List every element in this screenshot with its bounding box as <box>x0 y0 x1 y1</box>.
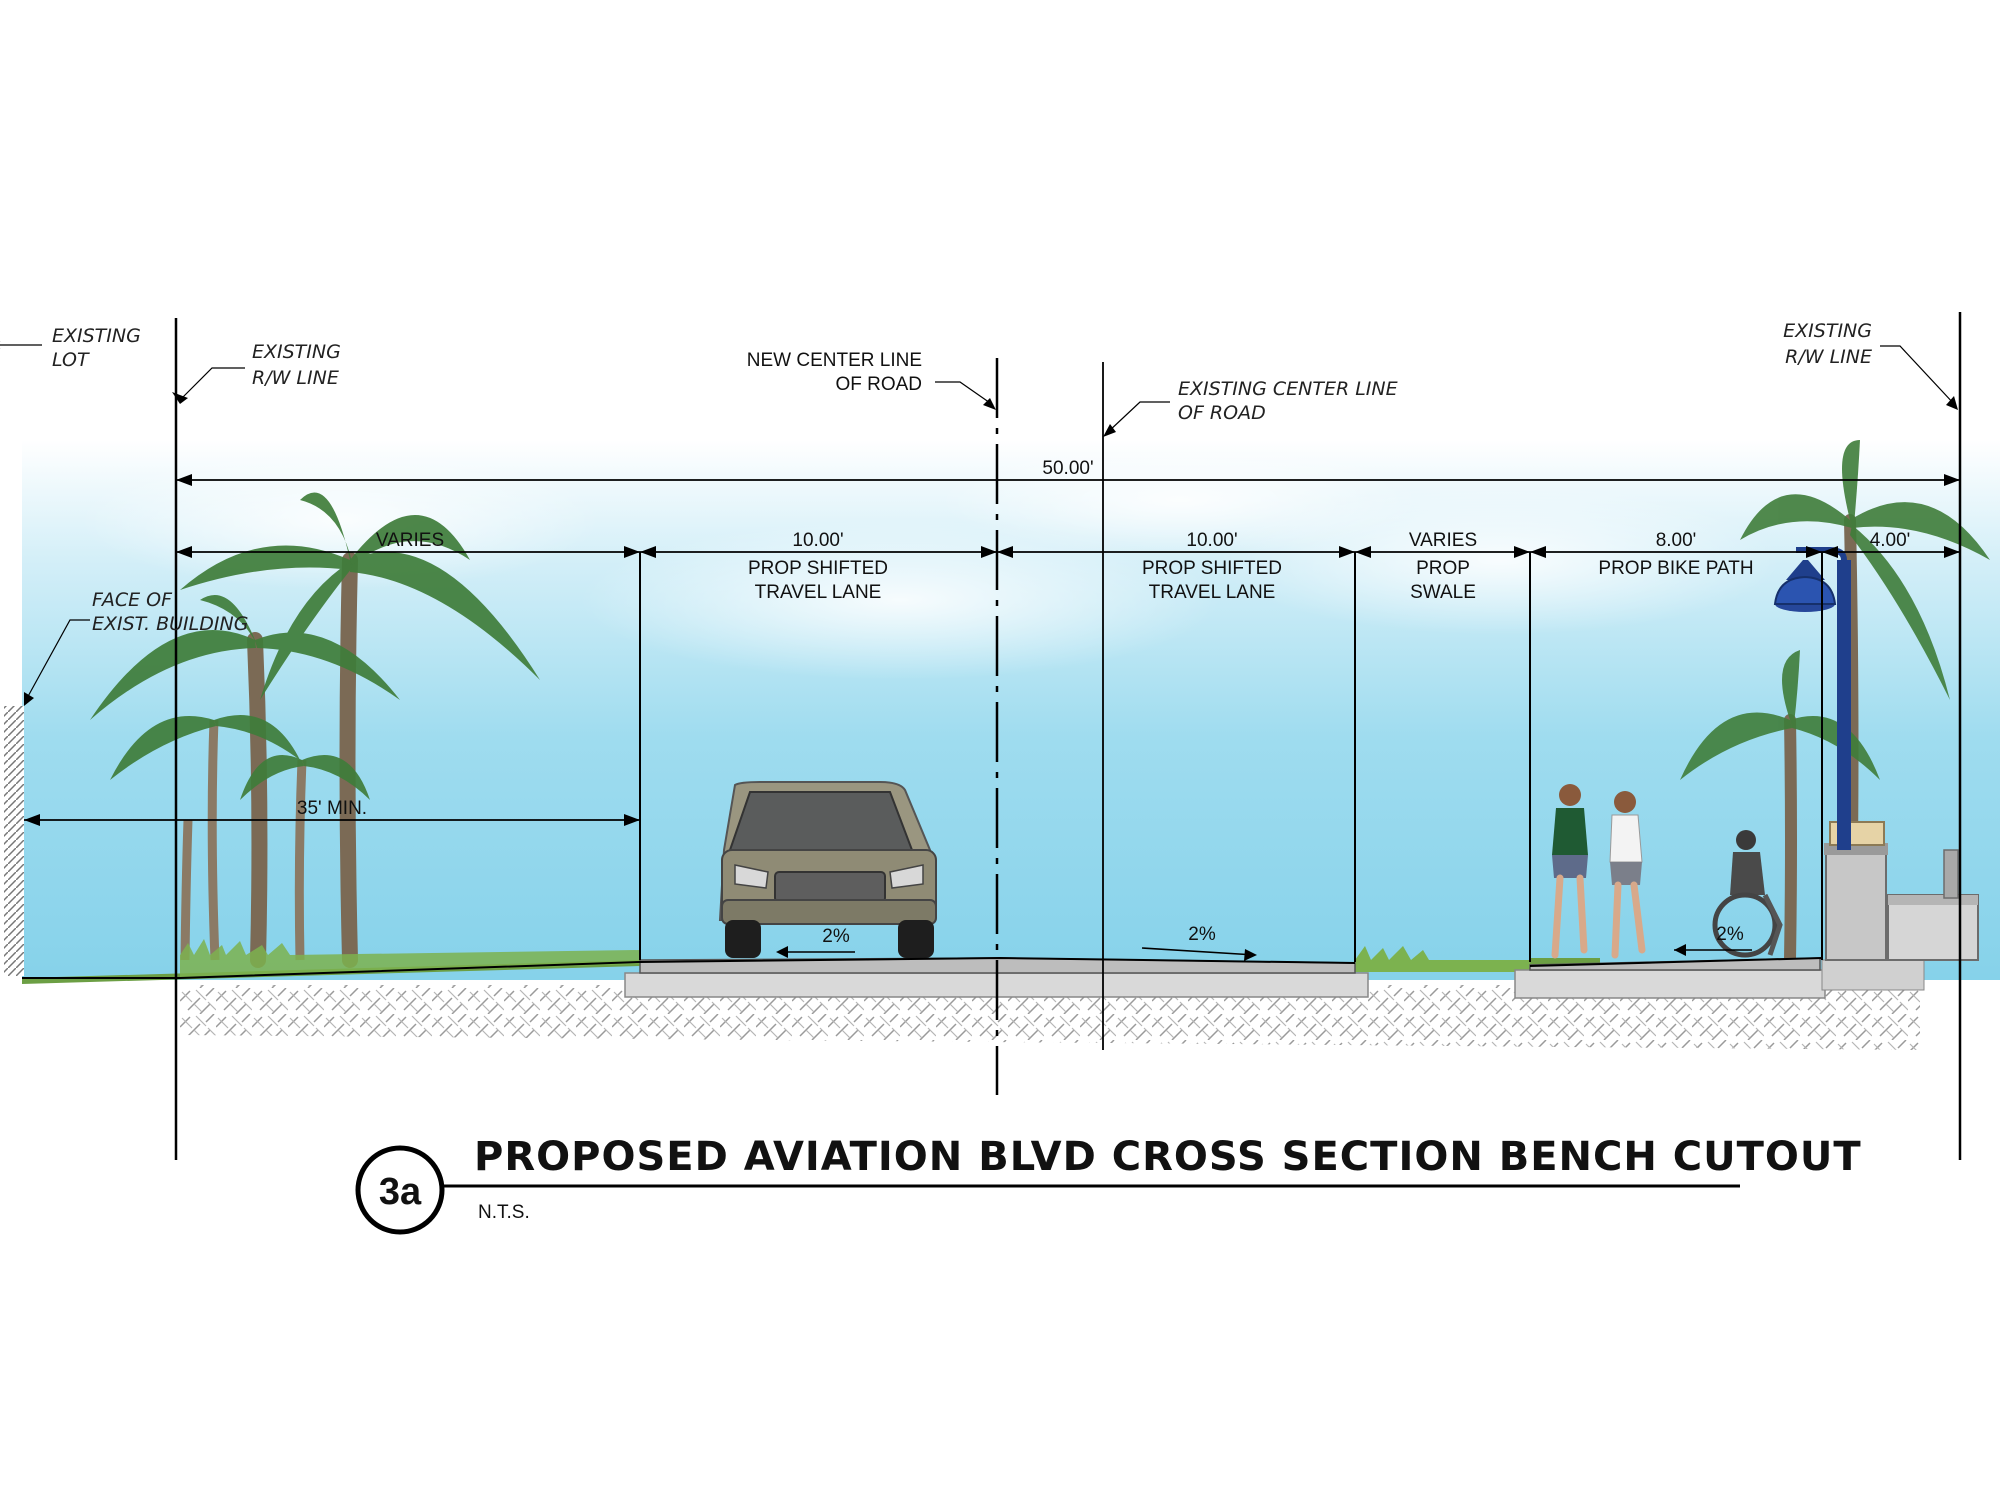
lane2-width-dim: 10.00' <box>1186 530 1237 551</box>
lane1-slope-label: 2% <box>822 926 850 947</box>
swale-label-2: SWALE <box>1410 582 1476 603</box>
lane2-label-1: PROP SHIFTED <box>1142 558 1282 579</box>
linework <box>0 312 1962 1235</box>
drawing-scale: N.T.S. <box>478 1202 530 1223</box>
right-strip-width-dim: 4.00' <box>1870 530 1911 551</box>
existing-center-line-label-2: OF ROAD <box>1178 402 1266 424</box>
drawing-title-block: 3a PROPOSED AVIATION BLVD CROSS SECTION … <box>379 1134 1862 1223</box>
existing-center-line-label-1: EXISTING CENTER LINE <box>1178 378 1398 400</box>
palm-trees-right <box>1680 440 1990 966</box>
existing-lot-label-2: LOT <box>52 349 90 371</box>
lane2-label-2: TRAVEL LANE <box>1149 582 1276 603</box>
left-rw-line-label-1: EXISTING <box>252 341 341 363</box>
existing-building-face <box>4 706 24 976</box>
new-center-line-label-2: OF ROAD <box>835 374 922 395</box>
building-setback-dim: 35' MIN. <box>297 798 367 819</box>
face-of-building-label-1: FACE OF <box>92 589 173 611</box>
bike-path-label: PROP BIKE PATH <box>1598 558 1753 579</box>
dimensions: 50.00' VARIES 10.00' PROP SHIFTED TRAVEL… <box>297 458 1910 947</box>
lane1-label-2: TRAVEL LANE <box>755 582 882 603</box>
lane1-label-1: PROP SHIFTED <box>748 558 888 579</box>
bench-cutout <box>1824 821 1979 961</box>
sky-background <box>22 440 2000 980</box>
face-of-building-label-2: EXIST. BUILDING <box>92 613 248 635</box>
left-varies-dim: VARIES <box>376 530 444 551</box>
section-badge: 3a <box>379 1171 422 1213</box>
lane2-slope-label: 2% <box>1188 924 1216 945</box>
street-lamp <box>1773 547 1851 850</box>
swale-label-1: PROP <box>1416 558 1470 579</box>
wheelchair-user <box>1712 830 1783 958</box>
bike-path-slope-label: 2% <box>1716 924 1744 945</box>
subgrade-soil <box>180 985 1920 1050</box>
palm-trees-left <box>90 492 540 968</box>
swale-width-dim: VARIES <box>1409 530 1477 551</box>
pavement-sections <box>624 957 1925 999</box>
pedestrians-joggers <box>1551 784 1646 959</box>
bike-path-width-dim: 8.00' <box>1656 530 1697 551</box>
left-rw-line-label-2: R/W LINE <box>252 367 339 389</box>
right-rw-line-label-1: EXISTING <box>1783 320 1872 342</box>
annotations: EXISTING LOT EXISTING R/W LINE NEW CENTE… <box>52 320 1872 635</box>
lane1-width-dim: 10.00' <box>792 530 843 551</box>
right-rw-line-label-2: R/W LINE <box>1785 346 1872 368</box>
drawing-title: PROPOSED AVIATION BLVD CROSS SECTION BEN… <box>474 1134 1862 1180</box>
new-center-line-label-1: NEW CENTER LINE <box>747 350 922 371</box>
existing-lot-label-1: EXISTING <box>52 325 141 347</box>
total-row-width-dim: 50.00' <box>1042 458 1093 479</box>
vehicle-minivan <box>718 781 937 958</box>
